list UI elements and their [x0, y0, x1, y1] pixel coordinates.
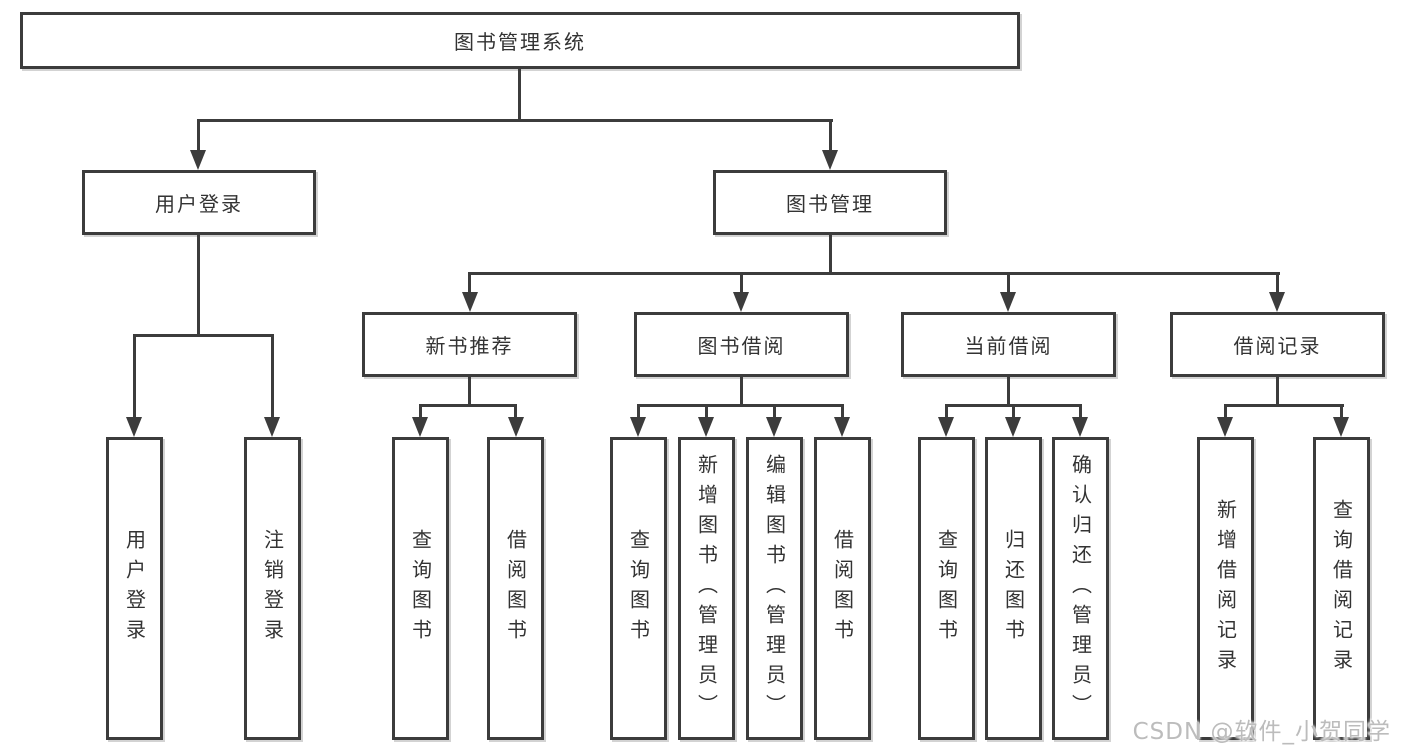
node-label: 借阅图书: [830, 528, 855, 649]
arrow-down-icon: [190, 150, 206, 170]
connector-drop-leaf: [514, 404, 517, 419]
leaf-query-borrow-record: 查询借阅记录: [1313, 437, 1370, 740]
connector-drop-user-login: [197, 119, 200, 152]
connector-drop-leaf: [637, 404, 640, 419]
node-label: 图书借阅: [697, 334, 786, 358]
leaf-query-books-borrow: 查询图书: [610, 437, 667, 740]
connector-drop-new-book: [468, 272, 471, 294]
arrow-down-icon: [1333, 417, 1349, 437]
node-new-book-recommend: 新书推荐: [362, 312, 577, 377]
arrow-down-icon: [508, 417, 524, 437]
node-label: 编辑图书（管理员）: [762, 453, 787, 724]
leaf-return-book: 归还图书: [985, 437, 1042, 740]
connector-group3-rail: [637, 404, 844, 407]
node-current-borrow: 当前借阅: [901, 312, 1116, 377]
arrow-down-icon: [822, 150, 838, 170]
leaf-edit-book-admin: 编辑图书（管理员）: [746, 437, 803, 740]
node-label: 确认归还（管理员）: [1068, 453, 1093, 724]
arrow-down-icon: [698, 417, 714, 437]
node-label: 用户登录: [122, 528, 147, 649]
node-label: 新增借阅记录: [1213, 498, 1238, 679]
connector-group1-rail: [133, 334, 274, 337]
connector-drop-leaf: [271, 334, 274, 419]
arrow-down-icon: [938, 417, 954, 437]
node-label: 查询图书: [934, 528, 959, 649]
node-library-management-system: 图书管理系统: [20, 12, 1020, 69]
leaf-user-login: 用户登录: [106, 437, 163, 740]
arrow-down-icon: [834, 417, 850, 437]
csdn-watermark: CSDN @软件_小贺同学: [1132, 719, 1391, 745]
arrow-down-icon: [412, 417, 428, 437]
connector-drop-leaf: [133, 334, 136, 419]
node-label: 借阅记录: [1233, 334, 1322, 358]
node-label: 归还图书: [1001, 528, 1026, 649]
connector-drop-leaf: [1012, 404, 1015, 419]
leaf-add-borrow-record: 新增借阅记录: [1197, 437, 1254, 740]
connector-level2-rail: [468, 272, 1280, 275]
node-label: 查询图书: [408, 528, 433, 649]
connector-drop-leaf: [773, 404, 776, 419]
arrow-down-icon: [1005, 417, 1021, 437]
leaf-borrow-books-recommend: 借阅图书: [487, 437, 544, 740]
node-label: 借阅图书: [503, 528, 528, 649]
node-label: 当前借阅: [964, 334, 1053, 358]
node-label: 用户登录: [155, 192, 243, 216]
connector-drop-leaf: [1340, 404, 1343, 419]
node-label: 查询借阅记录: [1329, 498, 1354, 679]
leaf-borrow-books: 借阅图书: [814, 437, 871, 740]
connector-drop-leaf: [1224, 404, 1227, 419]
connector-drop-leaf: [945, 404, 948, 419]
node-label: 新书推荐: [425, 334, 514, 358]
connector-drop-book-management: [829, 119, 832, 152]
leaf-confirm-return-admin: 确认归还（管理员）: [1052, 437, 1109, 740]
arrow-down-icon: [126, 417, 142, 437]
connector-group3-stub: [740, 377, 743, 406]
node-borrow-records: 借阅记录: [1170, 312, 1385, 377]
leaf-query-books-current: 查询图书: [918, 437, 975, 740]
connector-drop-leaf: [1079, 404, 1082, 419]
connector-drop-leaf: [705, 404, 708, 419]
connector-group5-stub: [1276, 377, 1279, 406]
node-user-login-module: 用户登录: [82, 170, 316, 235]
node-label: 新增图书（管理员）: [694, 453, 719, 724]
connector-drop-borrow-records: [1276, 272, 1279, 294]
connector-drop-leaf: [419, 404, 422, 419]
arrow-down-icon: [264, 417, 280, 437]
connector-level1-rail: [197, 119, 833, 122]
node-label: 图书管理: [786, 192, 874, 216]
connector-root-stub: [518, 69, 521, 120]
arrow-down-icon: [1072, 417, 1088, 437]
arrow-down-icon: [1000, 292, 1016, 312]
arrow-down-icon: [630, 417, 646, 437]
node-label: 查询图书: [626, 528, 651, 649]
node-label: 图书管理系统: [454, 30, 586, 54]
node-book-management-module: 图书管理: [713, 170, 947, 235]
arrow-down-icon: [766, 417, 782, 437]
leaf-query-books-recommend: 查询图书: [392, 437, 449, 740]
connector-user-login-stub: [197, 235, 200, 337]
leaf-logout: 注销登录: [244, 437, 301, 740]
leaf-add-book-admin: 新增图书（管理员）: [678, 437, 735, 740]
arrow-down-icon: [462, 292, 478, 312]
node-label: 注销登录: [260, 528, 285, 649]
connector-drop-book-borrow: [740, 272, 743, 294]
connector-group2-stub: [468, 377, 471, 406]
connector-group5-rail: [1224, 404, 1344, 407]
connector-group4-stub: [1007, 377, 1010, 406]
connector-drop-current-borrow: [1007, 272, 1010, 294]
arrow-down-icon: [1217, 417, 1233, 437]
connector-group2-rail: [419, 404, 517, 407]
connector-drop-leaf: [841, 404, 844, 419]
arrow-down-icon: [733, 292, 749, 312]
node-book-borrow: 图书借阅: [634, 312, 849, 377]
connector-book-mgmt-stub: [829, 235, 832, 275]
arrow-down-icon: [1269, 292, 1285, 312]
